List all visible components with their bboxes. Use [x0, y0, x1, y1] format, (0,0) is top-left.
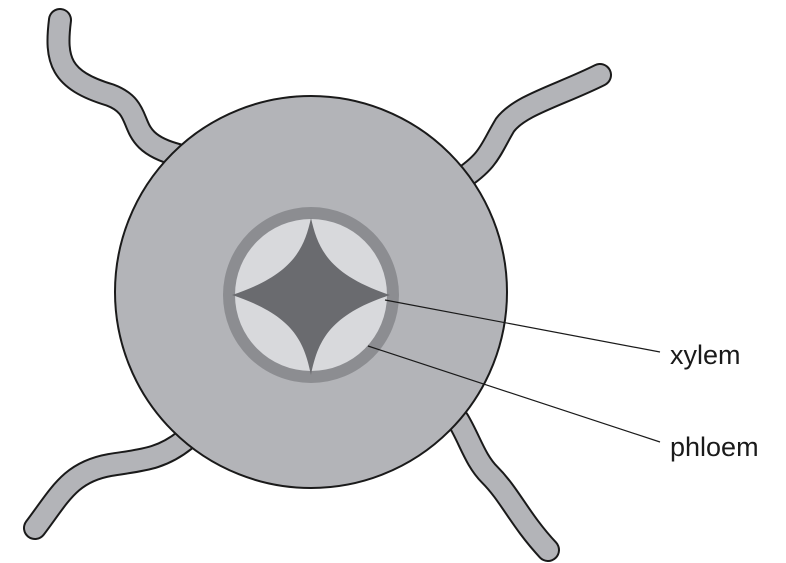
xylem-star: [232, 218, 390, 375]
root-hair-bottom-right-fill: [448, 410, 558, 560]
root-hairs: [23, 8, 612, 562]
root-hair-bottom-left-fill: [25, 430, 195, 538]
phloem-leader-line: [367, 345, 661, 443]
xylem-leader-line: [384, 299, 661, 353]
root-hair-top-left-fill: [48, 10, 188, 165]
xylem-label: xylem: [670, 340, 741, 370]
root-hair-top-right-fill: [450, 65, 610, 190]
phloem-label: phloem: [670, 432, 759, 462]
